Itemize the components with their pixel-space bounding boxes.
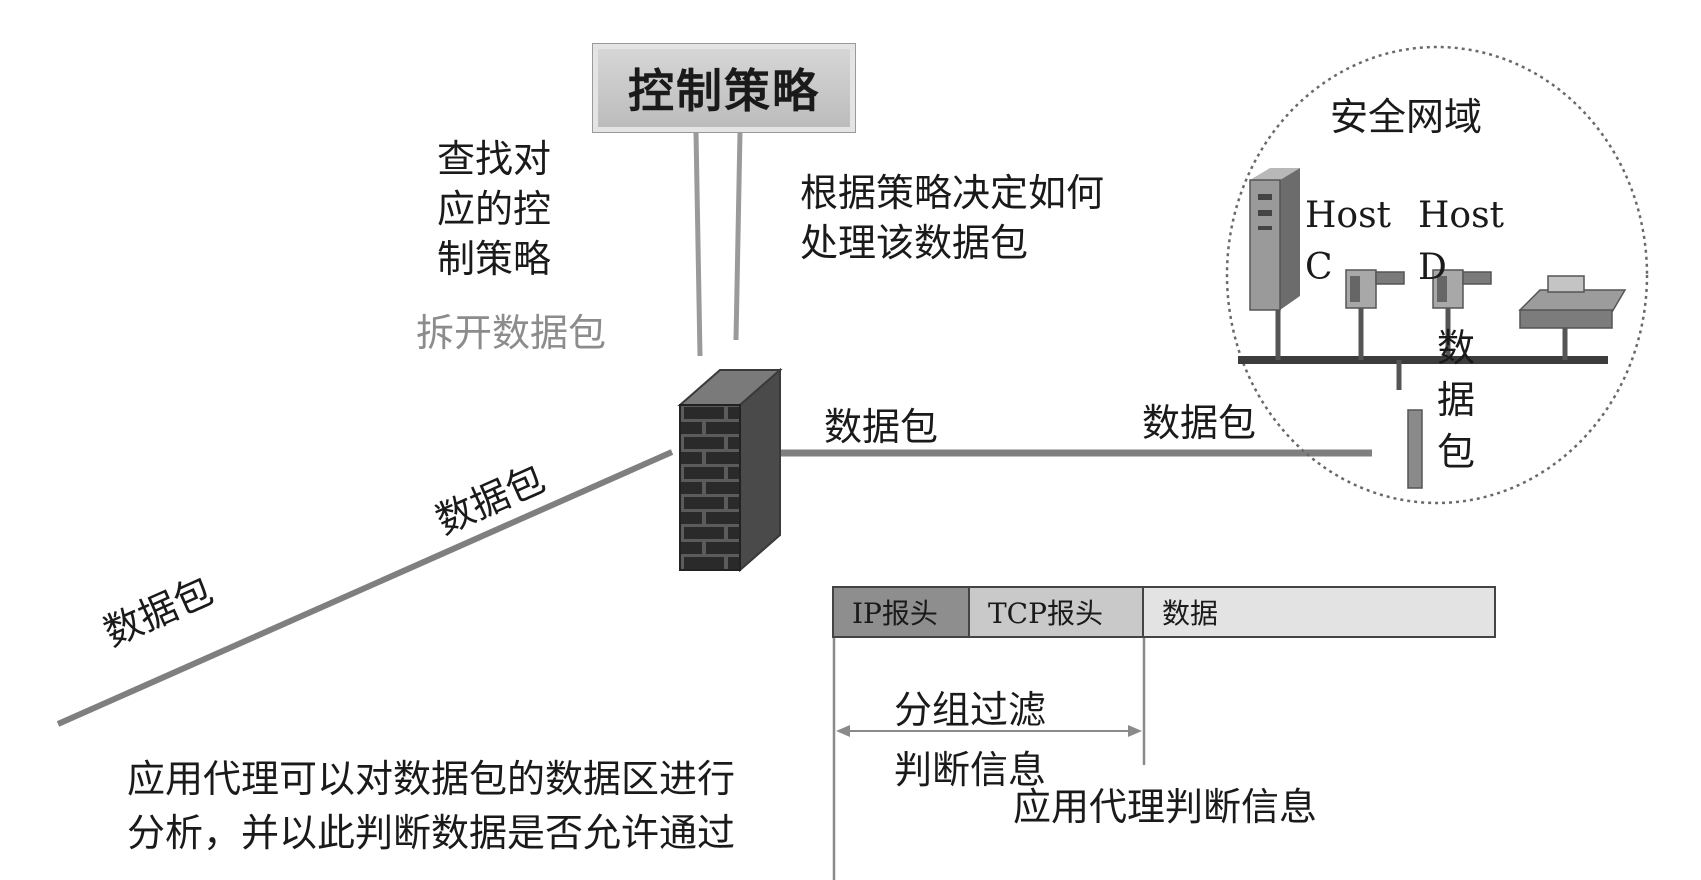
packet-segment-tcp-header: TCP报头 [970, 588, 1144, 636]
unpack-packet-note: 拆开数据包 [416, 311, 607, 355]
host-d-label: Host D [1418, 190, 1504, 294]
host-d-label-line: Host [1418, 195, 1505, 236]
app-proxy-description: 应用代理可以对数据包的数据区进行 分析，并以此判断数据是否允许通过 [127, 752, 735, 860]
packet-filter-note: 分组过滤 判断信息 [894, 680, 1046, 800]
incoming-link [56, 449, 674, 727]
zone-packet-char: 据 [1437, 378, 1476, 422]
host-d-label-line: D [1418, 247, 1447, 288]
filter-note-line: 分组过滤 [894, 688, 1047, 732]
outgoing-packet-label: 数据包 [824, 405, 939, 449]
host-c-label: Host C [1305, 190, 1391, 294]
app-proxy-note: 应用代理判断信息 [1013, 785, 1318, 829]
control-policy-box: 控制策略 [592, 43, 856, 133]
lookup-policy-note: 查找对 应的控 制策略 [437, 134, 551, 284]
filter-range-arrowhead-right [1128, 725, 1142, 737]
packet-segment-data: 数据 [1144, 588, 1494, 636]
lookup-note-line: 应的控 [437, 187, 552, 231]
printer-icon [1518, 275, 1627, 329]
decide-handling-note: 根据策略决定如何 处理该数据包 [800, 168, 1104, 268]
policy-connector-left [693, 131, 703, 357]
secure-zone-boundary [1225, 45, 1649, 505]
host-c-label-line: C [1305, 247, 1333, 288]
server-icon [1249, 168, 1300, 311]
policy-connector-right [733, 131, 743, 341]
packet-segment-ip-header: IP报头 [834, 588, 970, 636]
secure-zone-title: 安全网域 [1330, 95, 1483, 139]
zone-entry-packet-label: 数据包 [1142, 401, 1257, 445]
zone-packet-char: 数 [1437, 326, 1476, 370]
lookup-note-line: 制策略 [437, 237, 552, 281]
gateway-node-icon [1407, 409, 1423, 489]
host-d-icon [1432, 269, 1492, 309]
proxy-desc-line: 应用代理可以对数据包的数据区进行 [127, 757, 736, 801]
filter-note-line: 判断信息 [894, 748, 1047, 792]
decide-note-line: 处理该数据包 [800, 221, 1029, 265]
zone-packet-label: 数 据 包 [1437, 322, 1475, 478]
decide-note-line: 根据策略决定如何 [800, 171, 1105, 215]
host-c-icon [1345, 269, 1405, 309]
filter-range-arrowhead-left [836, 725, 850, 737]
zone-packet-char: 包 [1437, 430, 1476, 474]
firewall-icon [677, 367, 783, 573]
lookup-note-line: 查找对 [437, 137, 552, 181]
proxy-desc-line: 分析，并以此判断数据是否允许通过 [127, 811, 736, 855]
host-c-label-line: Host [1305, 195, 1392, 236]
packet-structure-bar: IP报头 TCP报头 数据 [832, 586, 1496, 638]
